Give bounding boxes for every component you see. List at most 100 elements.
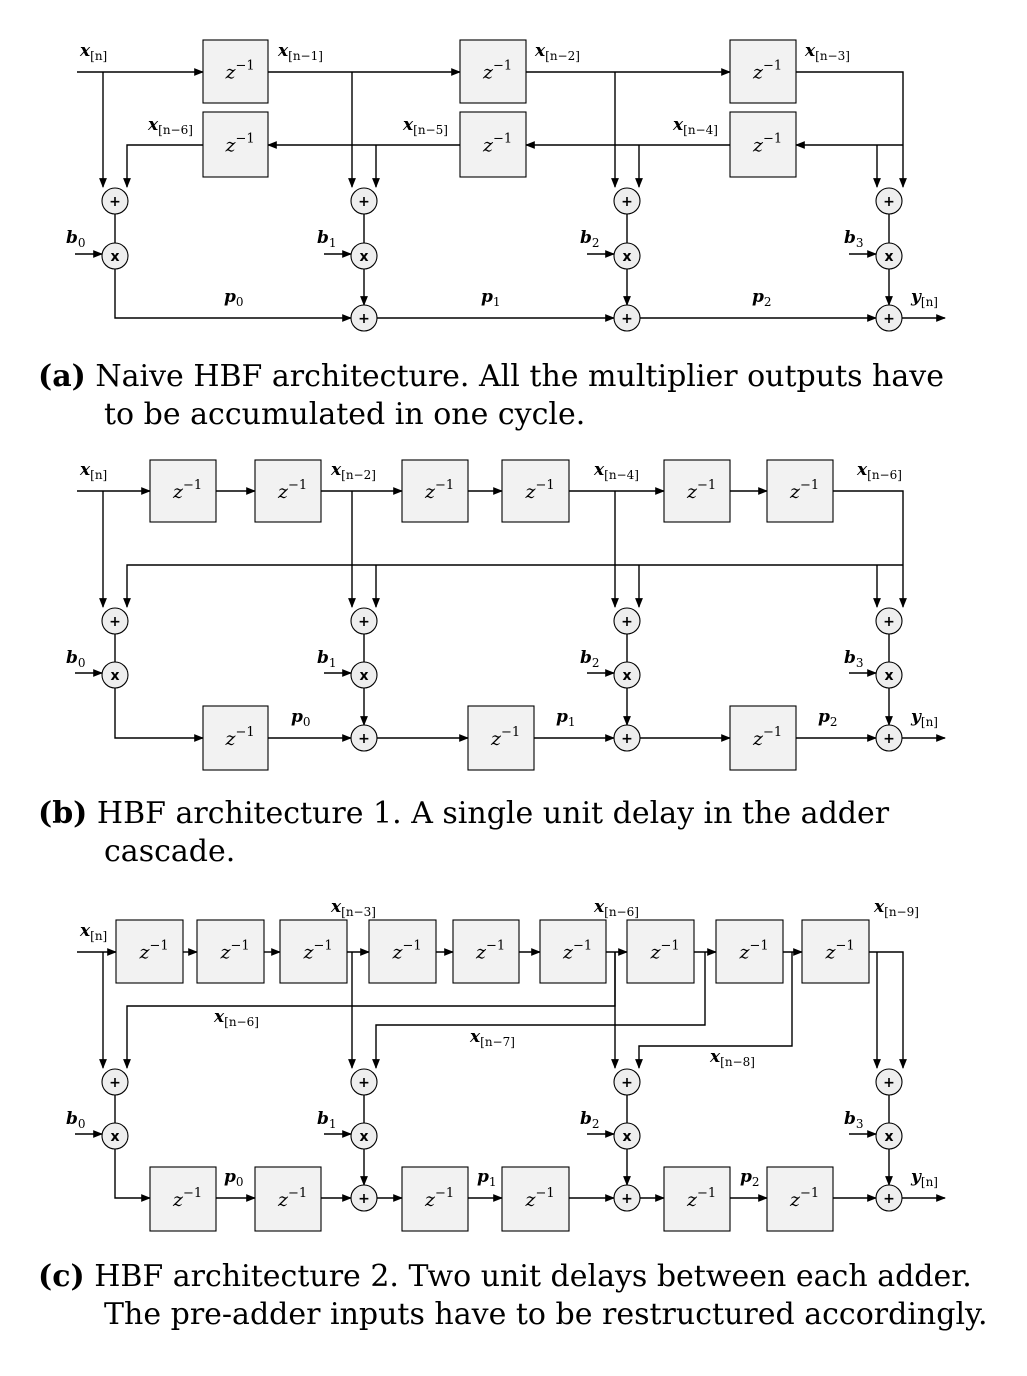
delay-block-b-top-6: z−1 (766, 459, 834, 523)
delay-block-c-top-1: z−1 (115, 919, 184, 984)
label-c-p2: p2 (740, 1167, 760, 1189)
multiplier-a-1: x (350, 242, 378, 270)
caption-b: (b) HBF architecture 1. A single unit de… (38, 795, 988, 871)
label-c-b3: b3 (844, 1109, 864, 1131)
svg-text:x: x (622, 1129, 631, 1145)
svg-text:+: + (621, 731, 633, 747)
delay-block-b-sum-1: z−1 (202, 705, 269, 771)
label-b-p0: p0 (291, 707, 311, 729)
svg-text:+: + (358, 731, 370, 747)
svg-text:x: x (622, 668, 631, 684)
delay-label: z−1 (752, 132, 782, 157)
multiplier-b-3: x (875, 661, 903, 689)
svg-text:x: x (110, 668, 119, 684)
caption-c-tag: (c) (38, 1259, 85, 1294)
svg-text:+: + (883, 614, 895, 630)
multiplier-c-0: x (101, 1122, 129, 1150)
caption-b-line1: HBF architecture 1. A single unit delay … (96, 796, 890, 831)
caption-a: (a) Naive HBF architecture. All the mult… (38, 358, 988, 434)
delay-block-c-top-7: z−1 (626, 919, 695, 984)
label-c-b1: b1 (317, 1109, 337, 1131)
wire (123, 144, 203, 188)
delay-block-c-sum-4: z−1 (501, 1166, 570, 1232)
post-adder-b-1: + (350, 724, 378, 752)
label-a-y-n: y[n] (910, 287, 938, 309)
svg-text:+: + (109, 1075, 121, 1091)
label-c-x-n7-bus: x[n−7] (469, 1027, 515, 1049)
delay-block-b-top-2: z−1 (254, 459, 322, 523)
label-b-x-n6: x[n−6] (856, 460, 902, 482)
delay-block-c-top-6: z−1 (539, 919, 607, 984)
svg-text:x: x (359, 249, 368, 265)
label-c-x-n6-bus: x[n−6] (213, 1007, 259, 1029)
delay-block-c-top-2: z−1 (196, 919, 265, 984)
svg-text:+: + (358, 1191, 370, 1207)
pre-adder-a-2: + (613, 187, 641, 215)
multiplier-a-3: x (875, 242, 903, 270)
delay-block-c-top-3: z−1 (279, 919, 348, 984)
label-b-b0: b0 (66, 648, 86, 670)
pre-adder-a-1: + (350, 187, 378, 215)
label-b-p1: p1 (556, 707, 576, 729)
svg-text:+: + (358, 311, 370, 327)
label-c-x-n3: x[n−3] (330, 897, 376, 919)
post-adder-c-1: + (350, 1184, 378, 1212)
svg-text:+: + (621, 1191, 633, 1207)
wire (114, 1149, 151, 1202)
caption-a-tag: (a) (38, 359, 86, 394)
multiplier-b-0: x (101, 661, 129, 689)
pre-adder-b-3: + (875, 607, 903, 635)
svg-text:x: x (884, 249, 893, 265)
delay-block-a-ret-3: z−1 (202, 111, 269, 178)
label-b-x-n2: x[n−2] (330, 460, 376, 482)
post-adder-a-3: + (875, 304, 903, 332)
label-c-y-n: y[n] (910, 1167, 938, 1189)
multiplier-a-2: x (613, 242, 641, 270)
pre-adder-c-2: + (613, 1068, 641, 1096)
delay-block-c-top-5: z−1 (452, 919, 520, 984)
delay-block-c-sum-2: z−1 (254, 1166, 322, 1232)
svg-text:+: + (883, 311, 895, 327)
label-a-x-n5: x[n−5] (402, 115, 448, 137)
wire (123, 952, 616, 1069)
wire (114, 688, 204, 742)
caption-b-line2: cascade. (104, 834, 236, 869)
wire (372, 952, 706, 1069)
delay-block-a-ret-1: z−1 (729, 111, 797, 178)
delay-label: z−1 (525, 1186, 555, 1211)
delay-block-b-top-3: z−1 (401, 459, 469, 523)
pre-adder-b-1: + (350, 607, 378, 635)
delay-block-c-top-9: z−1 (801, 919, 870, 984)
svg-text:x: x (359, 1129, 368, 1145)
svg-text:x: x (359, 668, 368, 684)
svg-text:+: + (358, 1075, 370, 1091)
wire (796, 71, 907, 188)
pre-adder-a-3: + (875, 187, 903, 215)
wire (833, 490, 907, 608)
pre-adder-b-2: + (613, 607, 641, 635)
multiplier-b-2: x (613, 661, 641, 689)
caption-a-line2: to be accumulated in one cycle. (104, 397, 586, 432)
pre-adder-c-1: + (350, 1068, 378, 1096)
label-a-b3: b3 (844, 228, 864, 250)
svg-text:+: + (621, 194, 633, 210)
svg-text:+: + (883, 194, 895, 210)
caption-b-tag: (b) (38, 796, 88, 831)
delay-block-b-sum-3: z−1 (729, 705, 797, 771)
operator-nodes: +x+x+x+x++++x+x+x+x++++x+x+x+x+++ (101, 187, 903, 1212)
label-c-b0: b0 (66, 1109, 86, 1131)
pre-adder-c-0: + (101, 1068, 129, 1096)
pre-adder-c-3: + (875, 1068, 903, 1096)
delay-block-b-top-5: z−1 (663, 459, 731, 523)
label-a-x-n2: x[n−2] (534, 41, 580, 63)
svg-text:x: x (110, 1129, 119, 1145)
delay-block-c-sum-3: z−1 (401, 1166, 469, 1232)
delay-block-c-sum-5: z−1 (663, 1166, 731, 1232)
label-b-b1: b1 (317, 648, 337, 670)
svg-text:+: + (883, 1075, 895, 1091)
caption-c-line1: HBF architecture 2. Two unit delays betw… (94, 1259, 972, 1294)
caption-a-line1: Naive HBF architecture. All the multipli… (95, 359, 944, 394)
svg-text:+: + (109, 194, 121, 210)
